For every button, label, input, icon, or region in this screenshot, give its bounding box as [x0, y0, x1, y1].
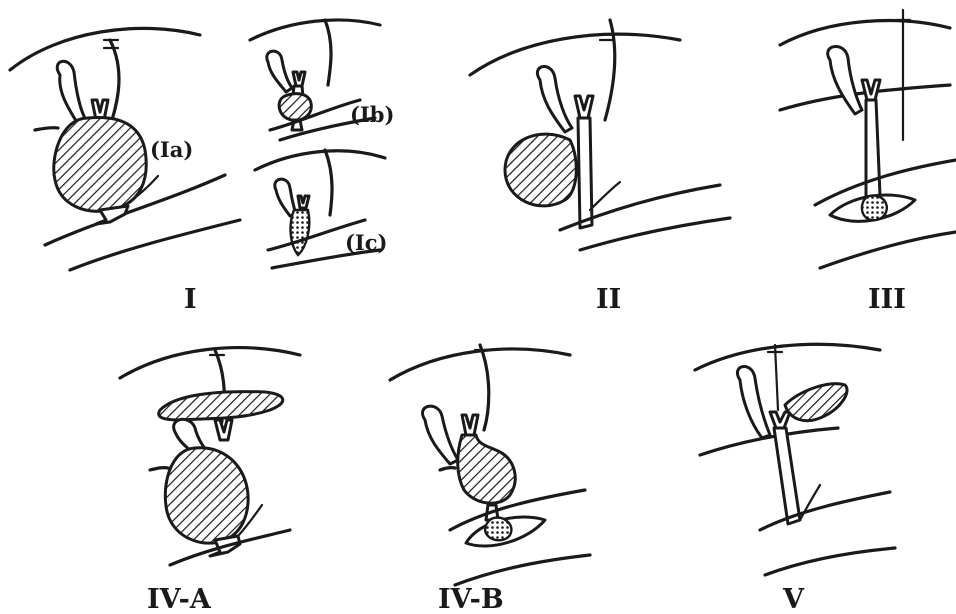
- duodenum-curve-lower: [580, 218, 730, 250]
- liver-edge-lower: [110, 40, 119, 120]
- liver-edge: [120, 348, 300, 378]
- liver-edge: [10, 28, 200, 70]
- label-type-v: V: [782, 584, 805, 614]
- portal-vein: [775, 345, 778, 410]
- cystic-dilation-ib: [279, 94, 311, 121]
- liver-edge-lower: [480, 345, 489, 430]
- liver-edge: [250, 20, 380, 40]
- pancreatic-duct: [590, 182, 620, 210]
- duodenum-curve-lower: [820, 232, 956, 268]
- choledochocele: [485, 518, 511, 541]
- label-type-i: I: [184, 284, 197, 315]
- fusiform-dilation-ic: [291, 210, 310, 255]
- hepatic-ducts: [862, 80, 880, 100]
- panel-type-ic: (Ic): [255, 150, 387, 268]
- label-type-ii: II: [596, 284, 621, 315]
- duodenum-curve-lower: [765, 548, 895, 575]
- cystic-dilation-ia: [54, 117, 146, 211]
- panel-type-iii: III: [780, 10, 956, 315]
- intestine-line: [150, 468, 168, 470]
- common-bile-duct: [866, 100, 880, 198]
- liver-edge: [255, 151, 385, 170]
- panel-type-iva: IV-A: [120, 348, 300, 614]
- intestine-line: [440, 468, 455, 470]
- hepatic-ducts: [770, 412, 790, 428]
- label-type-iva: IV-A: [147, 584, 212, 614]
- duodenum-curve-lower: [455, 555, 590, 585]
- liver-edge-lower: [325, 150, 332, 215]
- common-bile-duct: [578, 118, 592, 228]
- label-type-iii: III: [868, 284, 906, 315]
- gallbladder: [267, 51, 292, 92]
- fusiform-cyst-ivb: [458, 435, 515, 503]
- label-type-ic: (Ic): [345, 230, 387, 255]
- label-type-ivb: IV-B: [438, 584, 504, 614]
- liver-edge: [695, 344, 880, 370]
- gallbladder: [828, 46, 862, 114]
- liver-edge-lower: [325, 20, 331, 85]
- intrahepatic-cyst-caroli: [785, 384, 847, 421]
- hepatic-ducts: [575, 96, 593, 118]
- diverticulum-type-ii: [505, 134, 576, 206]
- intrahepatic-cyst: [159, 392, 283, 420]
- label-type-ib: (Ib): [350, 102, 394, 127]
- gallbladder: [57, 61, 86, 124]
- panel-type-ib: (Ib): [250, 20, 394, 140]
- choledochocele-type-iii: [862, 196, 887, 221]
- hepatic-ducts: [215, 420, 232, 440]
- liver-edge: [780, 21, 950, 45]
- liver-edge: [390, 349, 570, 380]
- hepatic-ducts: [298, 196, 309, 208]
- liver-edge: [470, 34, 680, 75]
- hepatic-ducts: [462, 415, 478, 435]
- pancreatic-duct: [800, 485, 820, 520]
- extrahepatic-cyst: [165, 448, 248, 543]
- gallbladder: [423, 406, 458, 464]
- panel-type-ivb: IV-B: [390, 345, 590, 614]
- panel-type-ii: II: [470, 20, 730, 315]
- panel-type-ia: (Ia) I: [10, 28, 240, 315]
- intestine-line: [35, 128, 58, 130]
- common-bile-duct: [774, 428, 800, 524]
- panel-type-v: V: [695, 344, 895, 614]
- distal-duct: [96, 206, 128, 224]
- hepatic-ducts: [293, 72, 305, 86]
- label-type-ia: (Ia): [150, 137, 193, 162]
- duodenum-curve-lower: [70, 220, 240, 270]
- gallbladder: [537, 66, 572, 132]
- duodenum-curve: [760, 492, 890, 530]
- gallbladder: [737, 366, 770, 438]
